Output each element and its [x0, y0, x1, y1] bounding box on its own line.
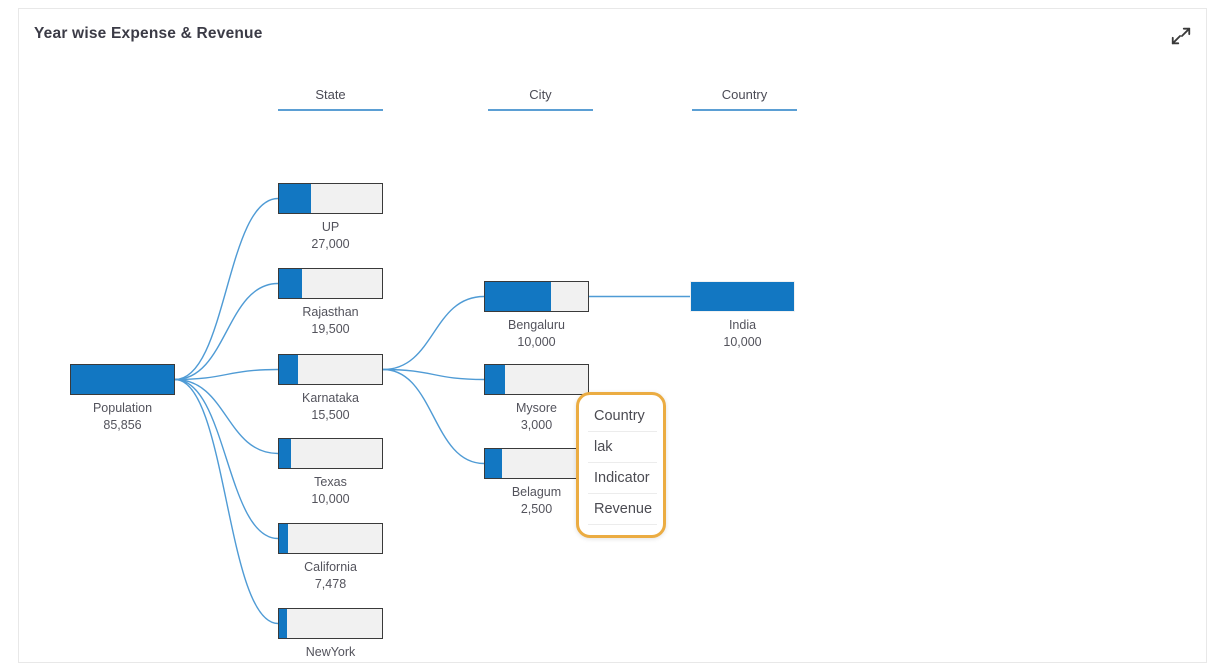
node-fill-bar [279, 524, 288, 553]
node-value: 27,000 [311, 237, 350, 251]
link-karnataka-belagum [382, 368, 485, 465]
node-label-india: India 10,000 [653, 317, 833, 351]
link-population-newyork [174, 378, 279, 625]
node-value: 3,000 [520, 418, 553, 432]
tree-node-up[interactable] [278, 183, 383, 214]
node-value: 10,000 [517, 335, 556, 349]
node-fill-bar [485, 365, 505, 394]
expand-arrows-icon[interactable] [1170, 25, 1192, 47]
node-fill-bar [279, 269, 303, 298]
node-name: NewYork [305, 645, 356, 659]
node-label-bengaluru: Bengaluru 10,000 [447, 317, 627, 351]
node-name: India [728, 318, 757, 332]
expand-options-menu: Country lak Indicator Revenue [576, 392, 666, 538]
node-fill-bar [691, 282, 794, 311]
node-name: Bengaluru [508, 318, 565, 332]
node-value: 85,856 [103, 418, 142, 432]
node-name: Texas [314, 475, 347, 489]
node-name: Population [92, 401, 153, 415]
tree-node-bengaluru[interactable] [484, 281, 589, 312]
link-population-karnataka [174, 368, 279, 381]
node-fill-bar [279, 355, 298, 384]
node-fill-bar [485, 449, 502, 478]
tree-node-india[interactable] [690, 281, 795, 312]
node-value: 7,478 [314, 577, 347, 591]
node-label-population: Population 85,856 [33, 400, 213, 434]
node-label-newyork: NewYork [241, 644, 421, 661]
node-fill-bar [71, 365, 174, 394]
node-name: California [304, 560, 357, 574]
tree-node-texas[interactable] [278, 438, 383, 469]
node-name: Mysore [516, 401, 557, 415]
visual-card: Year wise Expense & Revenue State City C… [18, 8, 1207, 663]
level-header-state: State [278, 87, 383, 111]
menu-item-revenue[interactable]: Revenue [588, 494, 657, 525]
tree-node-population[interactable] [70, 364, 175, 395]
node-label-mysore: Mysore 3,000 [447, 400, 627, 434]
tree-node-newyork[interactable] [278, 608, 383, 639]
node-label-rajasthan: Rajasthan 19,500 [241, 304, 421, 338]
node-value: 10,000 [723, 335, 762, 349]
node-label-belagum: Belagum 2,500 [447, 484, 627, 518]
node-fill-bar [279, 439, 291, 468]
level-header-country: Country [692, 87, 797, 111]
tree-node-mysore[interactable] [484, 364, 589, 395]
menu-item-lak[interactable]: lak [588, 432, 657, 463]
menu-item-indicator[interactable]: Indicator [588, 463, 657, 494]
tree-node-california[interactable] [278, 523, 383, 554]
node-fill-bar [279, 609, 287, 638]
tree-node-rajasthan[interactable] [278, 268, 383, 299]
node-label-texas: Texas 10,000 [241, 474, 421, 508]
tree-node-karnataka[interactable] [278, 354, 383, 385]
tree-node-belagum[interactable] [484, 448, 589, 479]
node-label-up: UP 27,000 [241, 219, 421, 253]
menu-item-country[interactable]: Country [588, 401, 657, 432]
link-population-up [174, 197, 279, 381]
visual-title: Year wise Expense & Revenue [34, 25, 263, 42]
node-value: 15,500 [311, 408, 350, 422]
node-name: UP [321, 220, 340, 234]
link-karnataka-bengaluru [382, 295, 485, 371]
node-name: Karnataka [302, 391, 359, 405]
node-value: 10,000 [311, 492, 350, 506]
node-name: Rajasthan [302, 305, 359, 319]
node-value: 2,500 [520, 502, 553, 516]
node-value: 19,500 [311, 322, 350, 336]
node-name: Belagum [511, 485, 562, 499]
link-population-texas [174, 378, 279, 455]
link-karnataka-mysore [382, 368, 485, 381]
node-fill-bar [279, 184, 312, 213]
node-label-karnataka: Karnataka 15,500 [241, 390, 421, 424]
node-fill-bar [485, 282, 552, 311]
link-population-california [174, 378, 279, 540]
link-population-rajasthan [174, 282, 279, 381]
level-header-city: City [488, 87, 593, 111]
node-label-california: California 7,478 [241, 559, 421, 593]
